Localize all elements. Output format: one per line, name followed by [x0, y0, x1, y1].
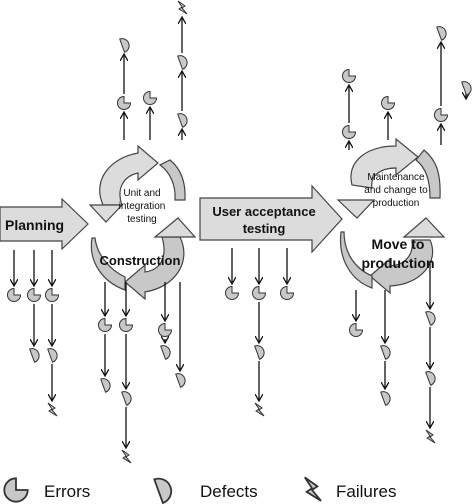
error-icon [117, 96, 131, 110]
error-icon [381, 96, 395, 110]
move-label-line-2: production [361, 255, 434, 271]
unit-testing-line-3: testing [127, 214, 156, 225]
defect-icon [254, 343, 267, 360]
uat-label-line-2: testing [243, 221, 286, 236]
construction-cycle: Unit and integration testing Constructio… [88, 144, 197, 301]
maintenance-line-1: Maintenance [367, 172, 425, 183]
legend-defects-label: Defects [200, 482, 258, 501]
error-icon [7, 288, 21, 302]
defect-icon [47, 346, 60, 363]
error-icon [143, 91, 157, 105]
uat-stage: User acceptance testing [199, 184, 343, 254]
defect-icon [121, 389, 134, 406]
unit-testing-line-1: Unit and [123, 188, 160, 199]
failure-icon [177, 0, 188, 15]
defect-icon [175, 371, 188, 388]
error-icon [280, 286, 294, 300]
defect-icon [100, 376, 113, 393]
error-icon [98, 318, 112, 332]
failure-icon [425, 429, 436, 444]
legend-errors-label: Errors [44, 482, 90, 501]
move-label-line-1: Move to [372, 236, 425, 252]
defect-icon [177, 111, 190, 128]
construction-label: Construction [100, 253, 181, 268]
defect-icon [160, 343, 173, 360]
production-cycle: Maintenance and change to production Mov… [336, 137, 446, 295]
error-icon [342, 125, 356, 139]
error-icon [158, 323, 172, 337]
error-icon [342, 69, 356, 83]
defect-icon [153, 474, 176, 504]
failure-icon [121, 449, 132, 464]
error-icon [252, 286, 266, 300]
defect-flow [7, 0, 474, 464]
error-icon [349, 323, 363, 337]
failure-icon [303, 476, 322, 502]
error-icon [45, 288, 59, 302]
defect-icon [425, 309, 438, 326]
error-icon [27, 288, 41, 302]
planning-label: Planning [5, 217, 64, 233]
defect-icon [425, 369, 438, 386]
legend: Errors Defects Failures [3, 474, 396, 504]
planning-stage: Planning [0, 197, 89, 251]
failure-icon [47, 402, 58, 417]
defect-icon [177, 53, 190, 70]
error-icon [3, 477, 29, 503]
maintenance-line-3: production [373, 198, 420, 209]
defect-icon [436, 24, 449, 41]
defect-icon [380, 343, 393, 360]
defect-icon [461, 79, 474, 96]
uat-label-line-1: User acceptance [212, 204, 315, 219]
maintenance-line-2: and change to [364, 185, 428, 196]
error-icon [119, 318, 133, 332]
failure-icon [254, 402, 265, 417]
defect-icon [119, 36, 132, 53]
defect-icon [29, 346, 42, 363]
unit-testing-line-2: integration [119, 201, 166, 212]
legend-failures-label: Failures [336, 482, 396, 501]
error-icon [434, 108, 448, 122]
error-icon [225, 286, 239, 300]
defect-icon [380, 389, 393, 406]
